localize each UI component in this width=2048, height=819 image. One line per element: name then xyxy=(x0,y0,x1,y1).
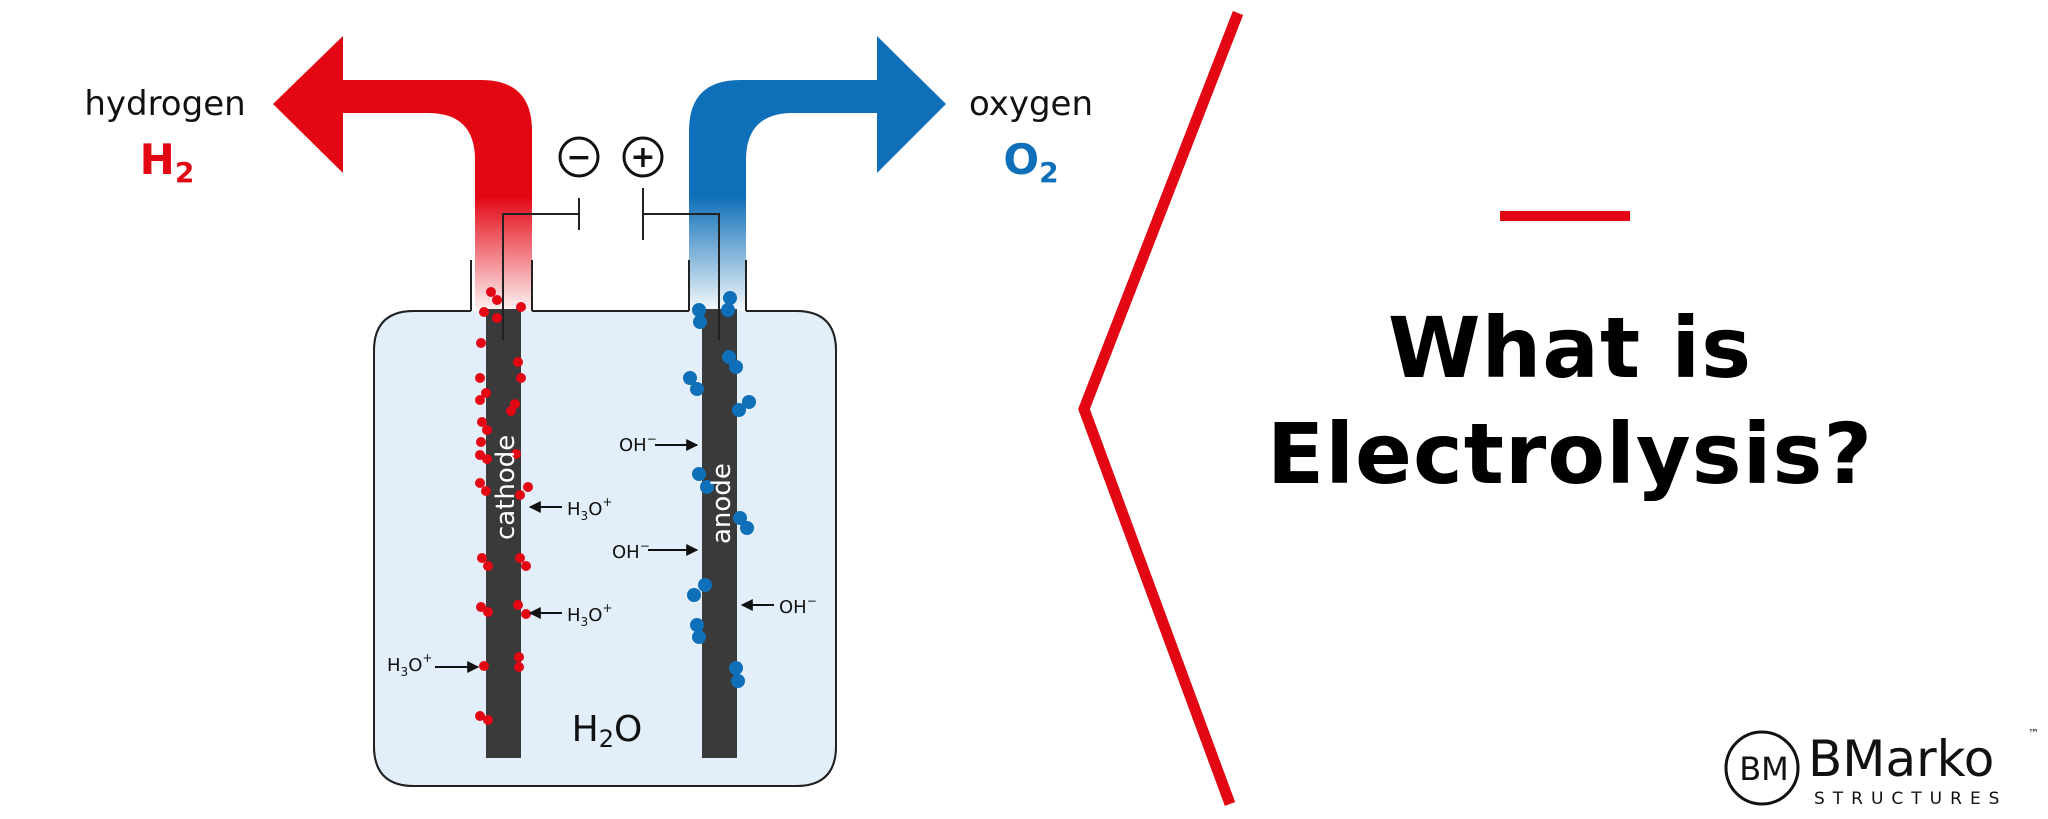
hydronium-ion-label: H3O+ xyxy=(567,495,612,523)
oxygen-label: oxygen xyxy=(969,84,1093,124)
hydrogen-bubble xyxy=(513,357,523,367)
anode-ion-2: OH− xyxy=(612,539,699,563)
oxygen-bubble xyxy=(692,303,706,317)
hydrogen-bubble xyxy=(476,437,486,447)
oxygen-bubble xyxy=(721,303,735,317)
oxygen-bubble xyxy=(687,588,701,602)
oxygen-bubble xyxy=(732,403,746,417)
oxygen-arrow-icon xyxy=(689,36,946,198)
oxygen-bubble xyxy=(690,618,704,632)
oxygen-bubble xyxy=(731,674,745,688)
cathode-label: cathode xyxy=(491,435,521,540)
anode-ion-3: OH− xyxy=(740,594,817,618)
hydrogen-bubble xyxy=(514,662,524,672)
hydrogen-bubble xyxy=(475,711,485,721)
oxygen-bubble xyxy=(723,291,737,305)
title-line-2: Electrolysis? xyxy=(1266,405,1874,503)
hydroxide-ion-label: OH− xyxy=(612,539,650,563)
hydrogen-bubble xyxy=(521,561,531,571)
chevron-divider xyxy=(1078,11,1244,806)
cathode-electrode xyxy=(486,309,521,758)
brand-tagline: STRUCTURES xyxy=(1814,789,2007,809)
oxygen-bubble xyxy=(733,511,747,525)
oxygen-formula: O2 xyxy=(1003,135,1058,189)
hydrogen-bubble xyxy=(483,561,493,571)
power-circuit xyxy=(502,188,720,340)
cathode-ion-1: H3O+ xyxy=(528,495,612,523)
oxygen-bubble xyxy=(729,661,743,675)
oxygen-bubble xyxy=(740,521,754,535)
hydrogen-formula: H2 xyxy=(140,135,195,189)
hydrogen-bubble xyxy=(479,661,489,671)
title-accent-dash xyxy=(1500,211,1630,221)
hydrogen-bubble xyxy=(513,600,523,610)
positive-terminal-symbol: + xyxy=(630,140,655,175)
hydrogen-outlet-arrow xyxy=(273,36,532,316)
hydrogen-bubble xyxy=(479,307,489,317)
oxygen-bubble xyxy=(692,630,706,644)
brand-logo: BM BMarko ™ STRUCTURES xyxy=(1724,727,2039,809)
water-formula: H2O xyxy=(572,709,643,753)
hydrogen-bubble xyxy=(516,373,526,383)
hydrogen-bubble xyxy=(482,454,492,464)
cathode-ion-2: H3O+ xyxy=(528,601,612,629)
hydrogen-bubble xyxy=(481,388,491,398)
monogram-circle-icon xyxy=(1724,730,1800,806)
hydrogen-bubble xyxy=(477,553,487,563)
title-line-1: What is xyxy=(1387,299,1753,397)
hydrogen-bubble xyxy=(492,313,502,323)
hydrogen-bubble xyxy=(475,395,485,405)
page-title: What is Electrolysis? xyxy=(1180,295,1960,507)
hydrogen-bubble xyxy=(477,417,487,427)
negative-terminal: − xyxy=(558,136,600,178)
oxygen-outlet-arrow xyxy=(689,36,946,316)
cathode-ion-3: H3O+ xyxy=(387,651,480,679)
hydrogen-bubble xyxy=(476,602,486,612)
hydroxide-ion-label: OH− xyxy=(779,594,817,618)
water-fill xyxy=(374,311,836,786)
hydrogen-bubble xyxy=(521,609,531,619)
oxygen-bubbles xyxy=(683,291,756,688)
negative-terminal-symbol: − xyxy=(566,140,591,175)
hydrogen-bubble xyxy=(511,449,521,459)
hydrogen-bubble xyxy=(516,302,526,312)
anode-ion-1: OH− xyxy=(619,432,699,456)
oxygen-bubble xyxy=(742,395,756,409)
hydrogen-bubble xyxy=(476,338,486,348)
brand-monogram: BM xyxy=(1739,750,1789,788)
hydrogen-bubble xyxy=(486,287,496,297)
oxygen-bubble xyxy=(698,578,712,592)
positive-terminal: + xyxy=(622,136,664,178)
brand-trademark: ™ xyxy=(2028,727,2039,740)
hydrogen-bubble xyxy=(475,478,485,488)
anode-electrode xyxy=(702,309,737,758)
anode-label: anode xyxy=(707,463,737,544)
hydrogen-bubble xyxy=(483,715,493,725)
hydrogen-arrow-icon xyxy=(273,36,532,198)
hydrogen-bubble xyxy=(514,652,524,662)
hydroxide-ion-label: OH− xyxy=(619,432,657,456)
hydrogen-bubble xyxy=(492,295,502,305)
oxygen-bubble xyxy=(722,350,736,364)
hydronium-ion-label: H3O+ xyxy=(567,601,612,629)
hydrogen-bubble xyxy=(475,373,485,383)
oxygen-bubble xyxy=(700,480,714,494)
hydronium-ion-label: H3O+ xyxy=(387,651,432,679)
hydrogen-bubble xyxy=(481,486,491,496)
hydrogen-bubbles xyxy=(475,287,533,725)
oxygen-bubble xyxy=(729,360,743,374)
hydrogen-bubble xyxy=(483,607,493,617)
oxygen-bubble xyxy=(683,371,697,385)
oxygen-bubble xyxy=(690,382,704,396)
oxygen-bubble xyxy=(693,315,707,329)
hydrogen-label: hydrogen xyxy=(84,84,245,124)
hydrogen-bubble xyxy=(482,425,492,435)
hydrogen-bubble xyxy=(523,482,533,492)
oxygen-bubble xyxy=(692,467,706,481)
hydrogen-bubble xyxy=(506,406,516,416)
hydrogen-bubble xyxy=(515,490,525,500)
brand-name: BMarko xyxy=(1808,730,1994,788)
hydrogen-bubble xyxy=(515,553,525,563)
